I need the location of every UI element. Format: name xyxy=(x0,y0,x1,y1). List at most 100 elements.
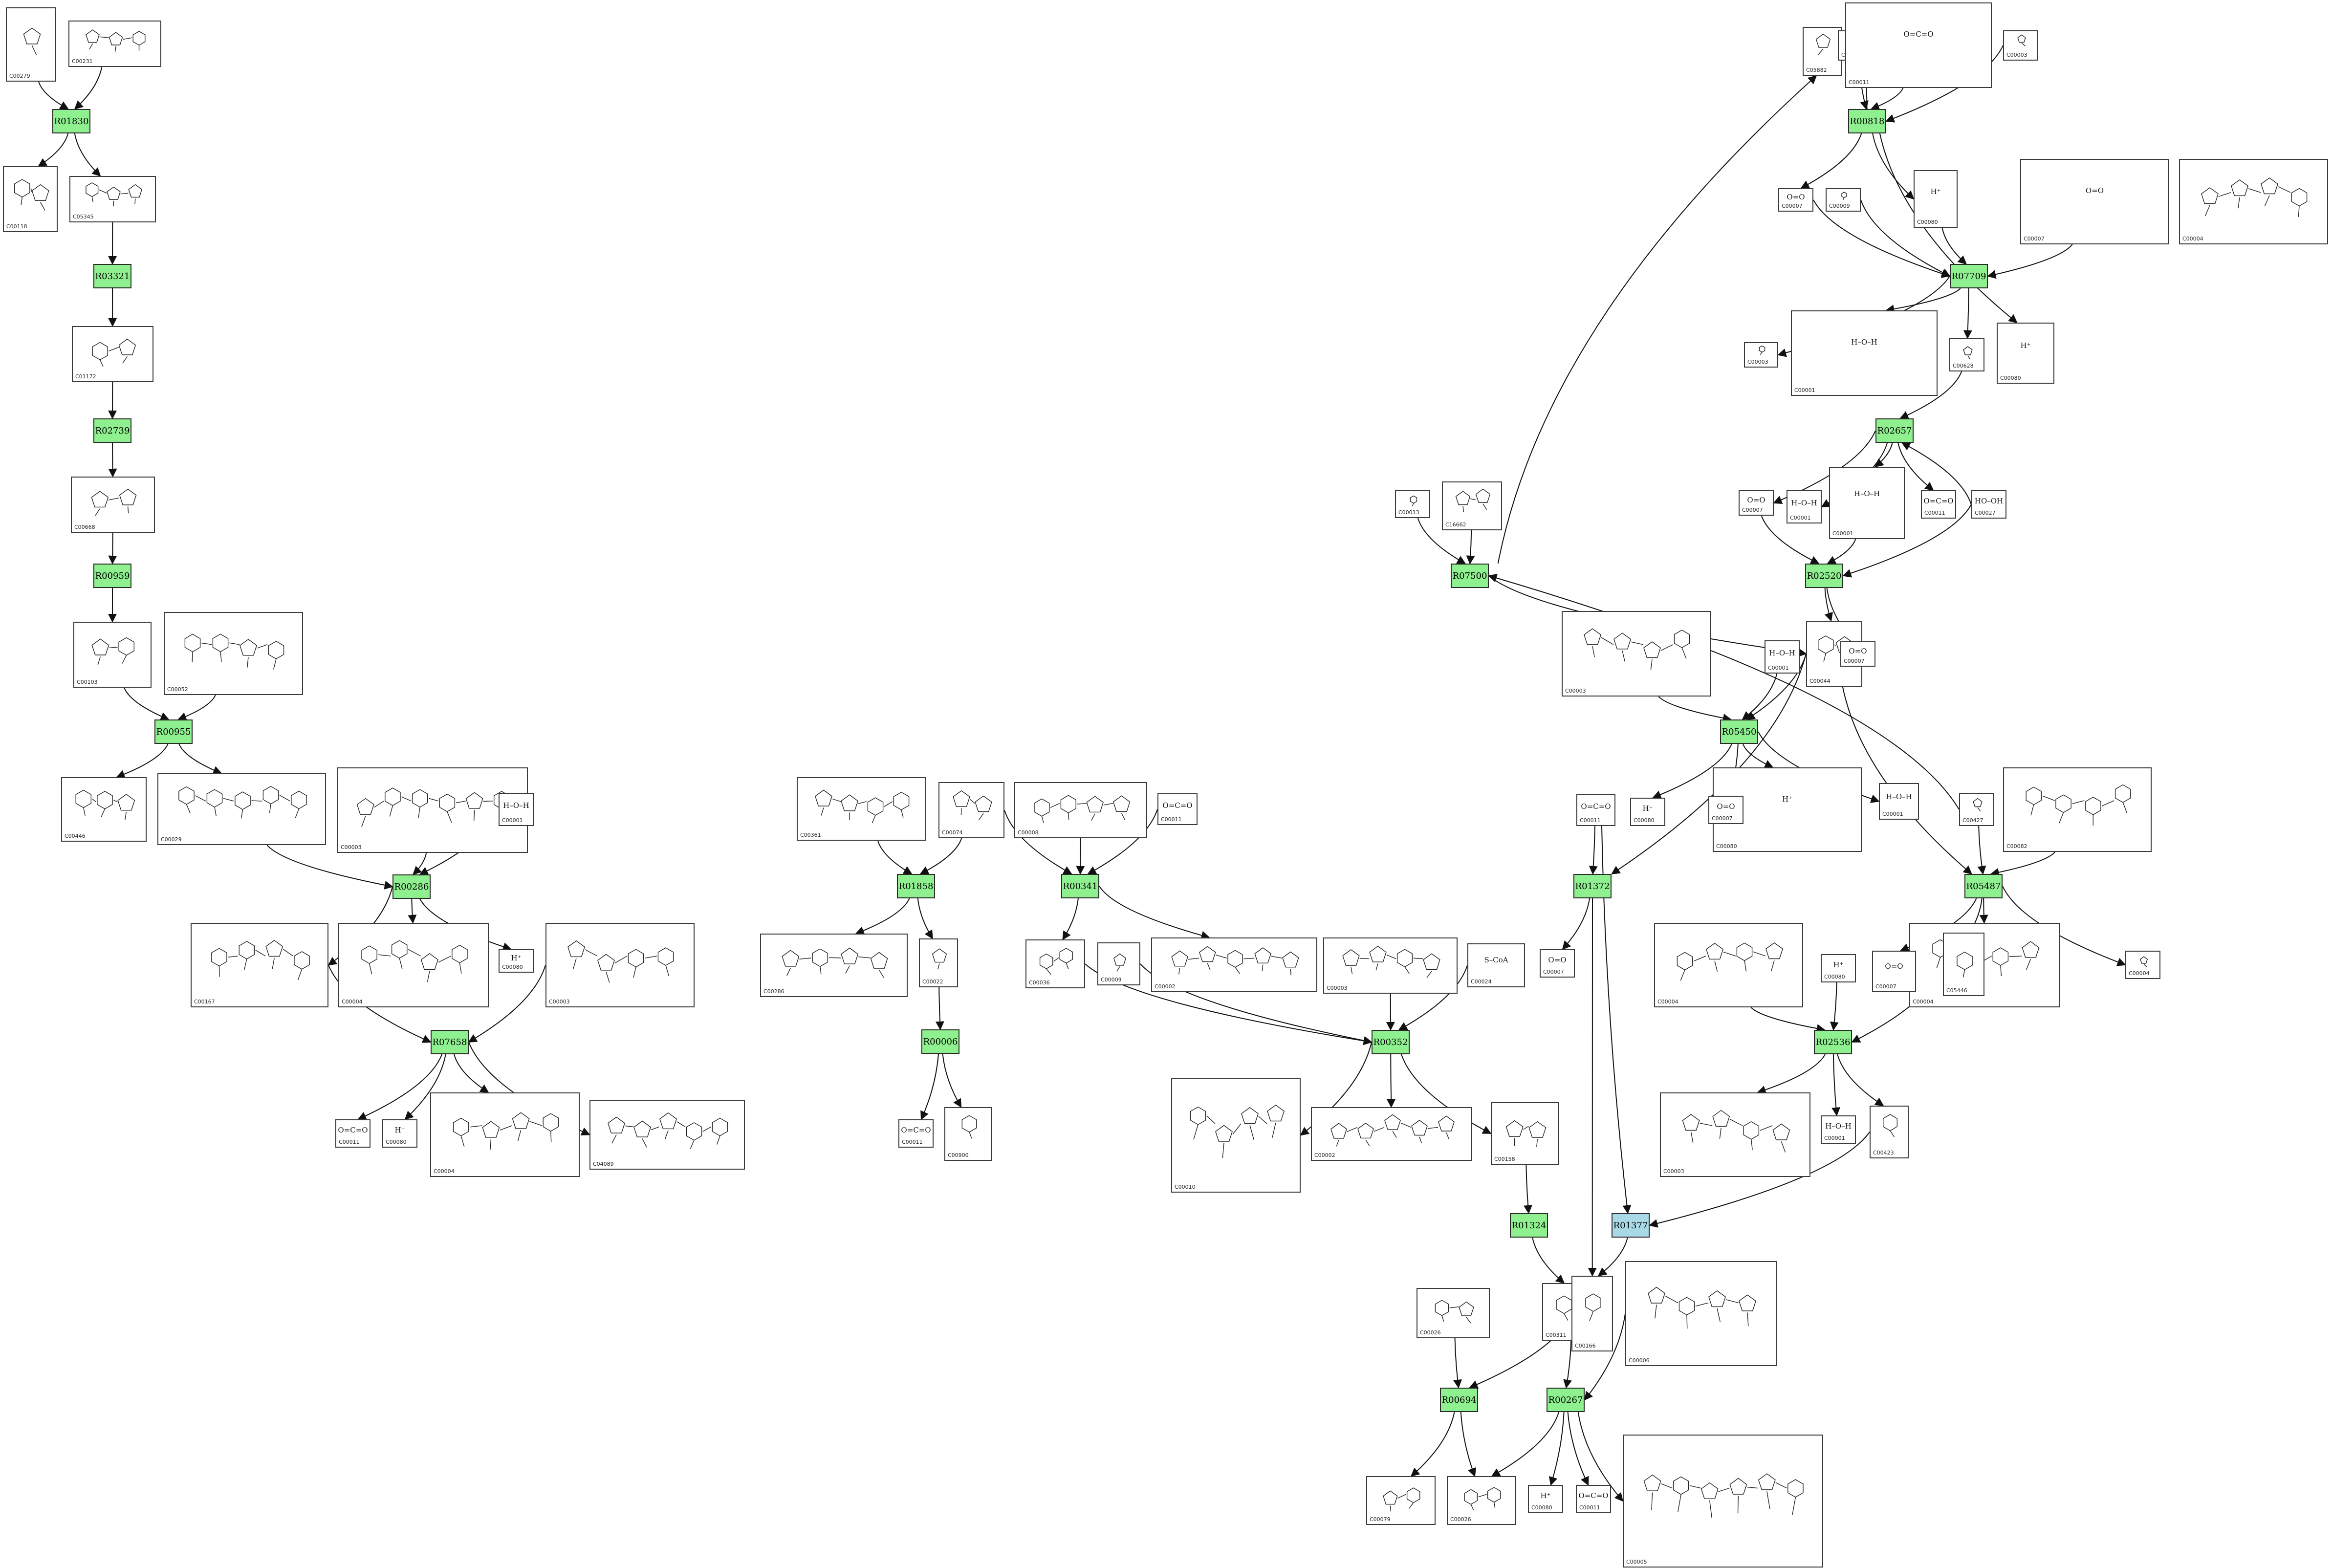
reaction-node[interactable]: R01830 xyxy=(52,109,90,133)
compound-box[interactable]: C00036 xyxy=(1025,939,1085,988)
compound-box[interactable]: C00279 xyxy=(6,7,56,82)
compound-box[interactable]: H⁺C00080 xyxy=(382,1119,417,1148)
compound-box[interactable]: H⁺C00080 xyxy=(1914,170,1958,228)
compound-box[interactable]: C00026 xyxy=(1447,1476,1516,1525)
reaction-node[interactable]: R00955 xyxy=(154,719,193,744)
compound-box[interactable]: C00013 xyxy=(1395,490,1430,518)
compound-box[interactable]: H⁺C00080 xyxy=(1630,798,1665,826)
reaction-node[interactable]: R02536 xyxy=(1814,1030,1852,1054)
compound-box[interactable]: C00074 xyxy=(938,782,1004,838)
compound-box[interactable]: H⁺C00080 xyxy=(1821,954,1856,982)
compound-box[interactable]: C00004 xyxy=(430,1092,580,1177)
reaction-node[interactable]: R05487 xyxy=(1964,874,2003,898)
reaction-node[interactable]: R02520 xyxy=(1805,564,1843,588)
compound-box[interactable]: C00003 xyxy=(2003,30,2038,61)
compound-box[interactable]: C00900 xyxy=(944,1107,992,1161)
compound-box[interactable]: C00004 xyxy=(338,923,489,1007)
reaction-node[interactable]: R01372 xyxy=(1573,874,1612,898)
compound-box[interactable]: C00003 xyxy=(1744,342,1778,368)
compound-box[interactable]: C00009 xyxy=(1097,942,1140,985)
compound-box[interactable]: H⁺C00080 xyxy=(499,949,534,973)
reaction-node[interactable]: R07709 xyxy=(1950,264,1988,288)
compound-box[interactable]: C04089 xyxy=(589,1100,745,1170)
reaction-node[interactable]: R00818 xyxy=(1848,109,1886,133)
reaction-node[interactable]: R00694 xyxy=(1440,1388,1478,1412)
reaction-node[interactable]: R00267 xyxy=(1547,1388,1585,1412)
reaction-node[interactable]: R07500 xyxy=(1451,564,1489,588)
reaction-node[interactable]: R00006 xyxy=(921,1029,959,1054)
compound-box[interactable]: C00003 xyxy=(545,923,695,1007)
compound-box[interactable]: C00427 xyxy=(1959,793,1994,826)
compound-box[interactable]: C01172 xyxy=(72,326,153,382)
reaction-node[interactable]: R05450 xyxy=(1720,719,1758,744)
compound-box[interactable]: C00008 xyxy=(1014,782,1147,838)
compound-box[interactable]: C00158 xyxy=(1491,1102,1559,1165)
compound-box[interactable]: C00286 xyxy=(760,934,908,997)
compound-box[interactable]: C00002 xyxy=(1311,1107,1472,1161)
compound-box[interactable]: H⁺C00080 xyxy=(1713,767,1862,852)
compound-box[interactable]: C00004 xyxy=(2125,951,2160,979)
compound-box[interactable]: C00003 xyxy=(337,767,528,853)
compound-box[interactable]: C00004 xyxy=(2179,159,2328,244)
reaction-node[interactable]: R02739 xyxy=(93,418,131,443)
compound-box[interactable]: C00628 xyxy=(1949,338,1984,371)
compound-box[interactable]: C00103 xyxy=(73,622,152,688)
compound-box[interactable]: C00231 xyxy=(68,21,161,67)
compound-box[interactable]: C00003 xyxy=(1323,937,1458,994)
compound-box[interactable]: C00082 xyxy=(2003,767,2152,852)
compound-box[interactable]: C00361 xyxy=(797,777,926,841)
compound-box[interactable]: C00006 xyxy=(1625,1261,1777,1366)
reaction-node[interactable]: R02657 xyxy=(1875,418,1914,443)
compound-box[interactable]: C05882 xyxy=(1803,27,1842,76)
compound-box[interactable]: C00003 xyxy=(1660,1092,1810,1177)
reaction-node[interactable]: R01324 xyxy=(1510,1213,1548,1238)
compound-box[interactable]: C05446 xyxy=(1943,933,1984,996)
compound-box[interactable]: C00029 xyxy=(157,773,326,845)
compound-box[interactable]: C00010 xyxy=(1171,1078,1301,1193)
compound-box[interactable]: C00004 xyxy=(1654,923,1803,1007)
compound-box[interactable]: C00009 xyxy=(1826,188,1861,212)
compound-box[interactable]: C05345 xyxy=(69,176,156,222)
compound-box[interactable]: C00668 xyxy=(71,477,155,533)
compound-box[interactable]: C00002 xyxy=(1151,937,1317,992)
compound-box[interactable]: C16662 xyxy=(1442,481,1502,530)
compound-box[interactable]: C00004 xyxy=(1909,923,2060,1007)
reaction-node[interactable]: R01858 xyxy=(897,874,935,898)
compound-box[interactable]: C00005 xyxy=(1623,1435,1823,1568)
compound-box[interactable]: C00052 xyxy=(164,612,303,695)
compound-box[interactable]: H⁺C00080 xyxy=(1528,1485,1563,1513)
compound-box[interactable]: C00022 xyxy=(919,938,958,987)
reaction-node[interactable]: R00341 xyxy=(1061,874,1099,898)
reaction-node[interactable]: R01377 xyxy=(1612,1213,1650,1238)
compound-box[interactable]: H⁺C00080 xyxy=(1997,323,2054,384)
compound-box[interactable]: C00003 xyxy=(1562,611,1711,697)
compound-box[interactable]: C00079 xyxy=(1366,1476,1436,1525)
compound-box[interactable]: C00118 xyxy=(3,166,58,232)
compound-box[interactable]: C00166 xyxy=(1571,1276,1613,1351)
compound-box[interactable]: C00446 xyxy=(61,777,147,842)
reaction-node[interactable]: R00959 xyxy=(93,564,131,588)
reaction-node[interactable]: R03321 xyxy=(93,264,131,288)
